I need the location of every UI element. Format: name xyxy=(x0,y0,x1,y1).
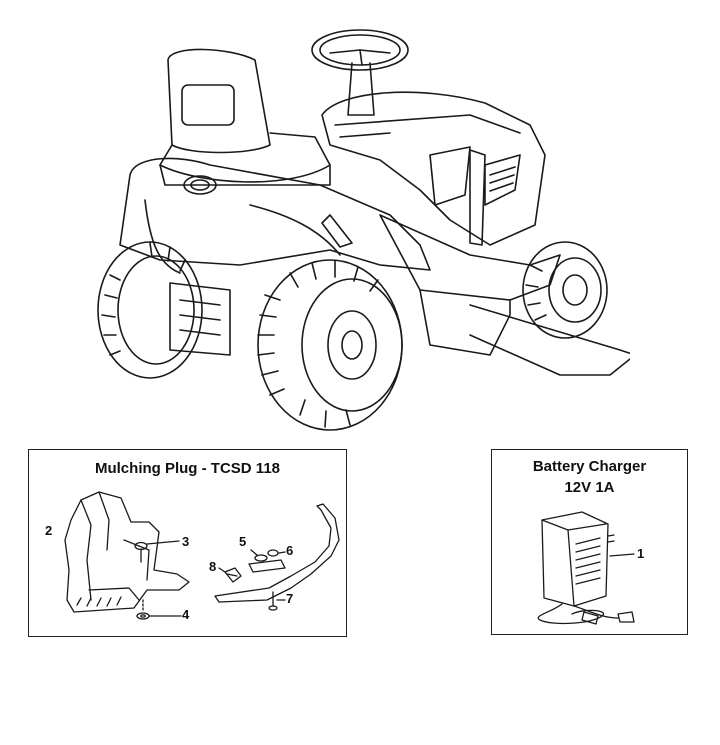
mounting-strip xyxy=(214,503,340,603)
mulching-kit-illustration xyxy=(64,491,340,620)
lift-lever xyxy=(469,149,486,246)
spacer-part-5 xyxy=(250,549,268,562)
steering-wheel xyxy=(311,29,409,116)
charger-unit xyxy=(541,511,615,607)
callout-4: 4 xyxy=(182,607,190,622)
front-tire xyxy=(522,241,608,339)
mulching-kit-title: Mulching Plug - TCSD 118 xyxy=(94,460,281,477)
right-rear-tire xyxy=(257,259,403,431)
seat xyxy=(159,48,331,186)
battery-charger-title: Battery Charger 12V 1A xyxy=(492,456,687,498)
mulching-plug-body xyxy=(64,491,190,613)
nut-part-4 xyxy=(136,599,182,620)
callout-2: 2 xyxy=(45,523,53,538)
clip-part-8 xyxy=(218,567,242,583)
washer-part-6 xyxy=(267,549,286,557)
lawn-tractor-illustration xyxy=(97,29,630,431)
callout-7: 7 xyxy=(286,591,294,606)
callout-6: 6 xyxy=(286,543,294,558)
screw-part-7 xyxy=(268,591,286,611)
battery-charger-title-line2: 12V 1A xyxy=(564,479,615,496)
callout-5: 5 xyxy=(239,534,247,549)
callout-3: 3 xyxy=(182,534,190,549)
bolt-part-3 xyxy=(134,540,180,563)
mulching-plug-kit-box: Mulching Plug - TCSD 118 xyxy=(28,449,347,637)
left-rear-tire xyxy=(97,241,203,379)
rear-body xyxy=(119,157,431,274)
callout-1: 1 xyxy=(637,546,645,561)
hood xyxy=(321,91,546,246)
battery-charger-kit-box: Battery Charger 12V 1A 1 xyxy=(491,449,688,635)
battery-charger-title-line1: Battery Charger xyxy=(532,458,647,475)
battery-charger-illustration xyxy=(537,511,635,625)
charger-cable-and-clips xyxy=(537,553,635,625)
rear-hitch-plate xyxy=(169,282,231,356)
callout-8: 8 xyxy=(209,559,217,574)
